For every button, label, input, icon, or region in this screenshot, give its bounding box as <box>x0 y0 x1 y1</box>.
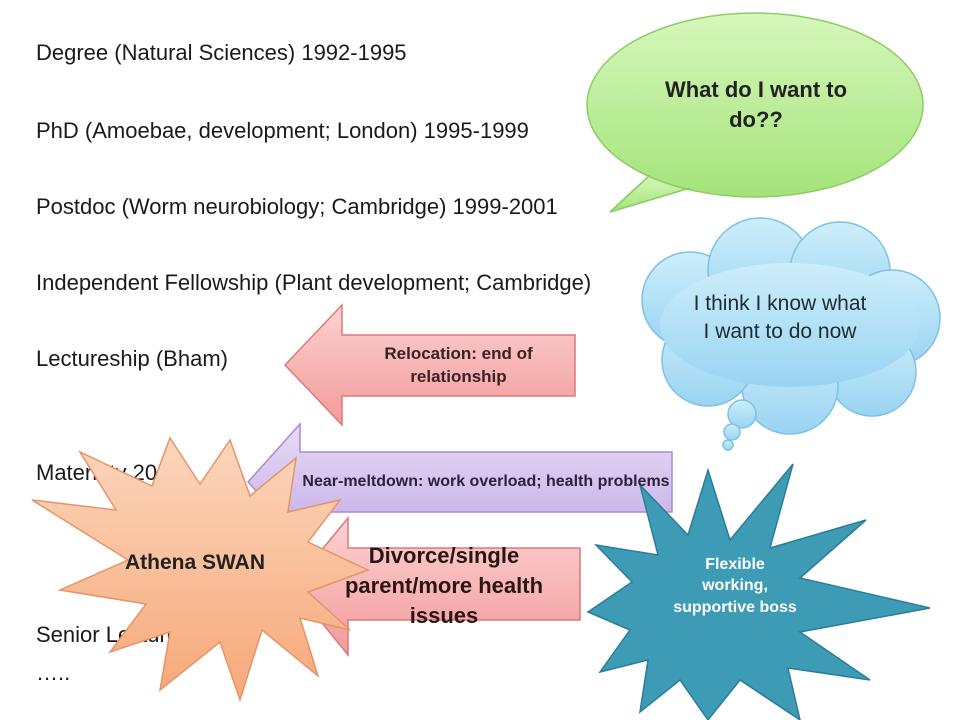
relocation-callout-shape <box>283 303 576 427</box>
timeline-lectureship: Lectureship (Bham) <box>36 346 228 371</box>
meltdown-callout-text: Near-meltdown: work overload; health pro… <box>302 472 670 490</box>
speech-bubble-shape <box>586 12 924 213</box>
flexible-star-text: Flexible working, supportive boss <box>673 555 797 616</box>
athena-star-shape <box>31 436 370 703</box>
thought-cloud-text: I think I know what I want to do now <box>693 291 867 343</box>
timeline-degree: Degree (Natural Sciences) 1992-1995 <box>36 40 407 65</box>
thought-cloud-shape <box>641 217 941 451</box>
timeline-fellowship: Independent Fellowship (Plant developmen… <box>36 270 592 295</box>
timeline-phd: PhD (Amoebae, development; London) 1995-… <box>36 118 529 143</box>
divorce-callout-text: Divorce/single parent/more health issues <box>344 543 544 628</box>
timeline-ellipsis: ….. <box>36 660 71 685</box>
speech-bubble-text: What do I want to do?? <box>664 77 848 132</box>
relocation-callout-text: Relocation: end of relationship <box>384 344 533 386</box>
athena-star-text: Athena SWAN <box>124 551 265 574</box>
flexible-star-shape <box>586 463 931 720</box>
timeline-postdoc: Postdoc (Worm neurobiology; Cambridge) 1… <box>36 194 558 219</box>
